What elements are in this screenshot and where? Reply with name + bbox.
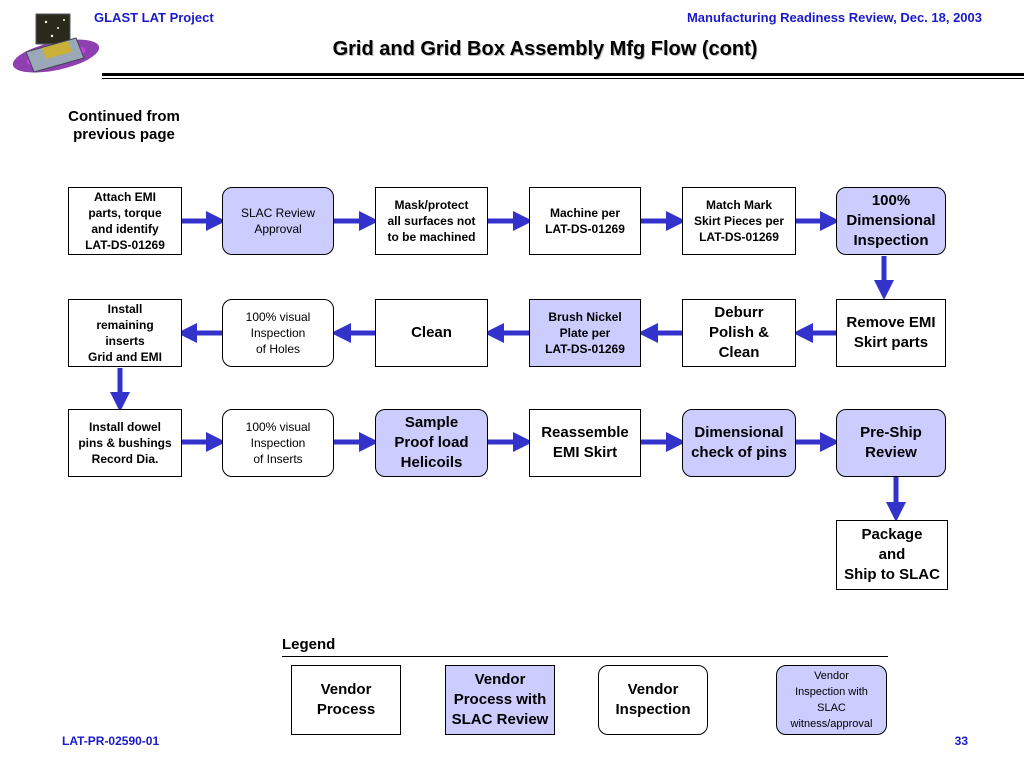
- legend-title: Legend: [282, 636, 336, 653]
- continued-note: Continued from previous page: [68, 108, 180, 143]
- doc-number: LAT-PR-02590-01: [62, 734, 160, 748]
- title-rule: [102, 73, 1024, 76]
- glast-logo: [6, 8, 102, 84]
- legend-rule: [282, 656, 888, 657]
- project-name: GLAST LAT Project: [94, 10, 214, 25]
- title-rule-thin: [102, 78, 1024, 79]
- step-clean: Clean: [375, 299, 488, 367]
- slide-title: Grid and Grid Box Assembly Mfg Flow (con…: [332, 38, 758, 60]
- page-number: 33: [954, 734, 968, 748]
- review-name: Manufacturing Readiness Review, Dec. 18,…: [686, 10, 982, 25]
